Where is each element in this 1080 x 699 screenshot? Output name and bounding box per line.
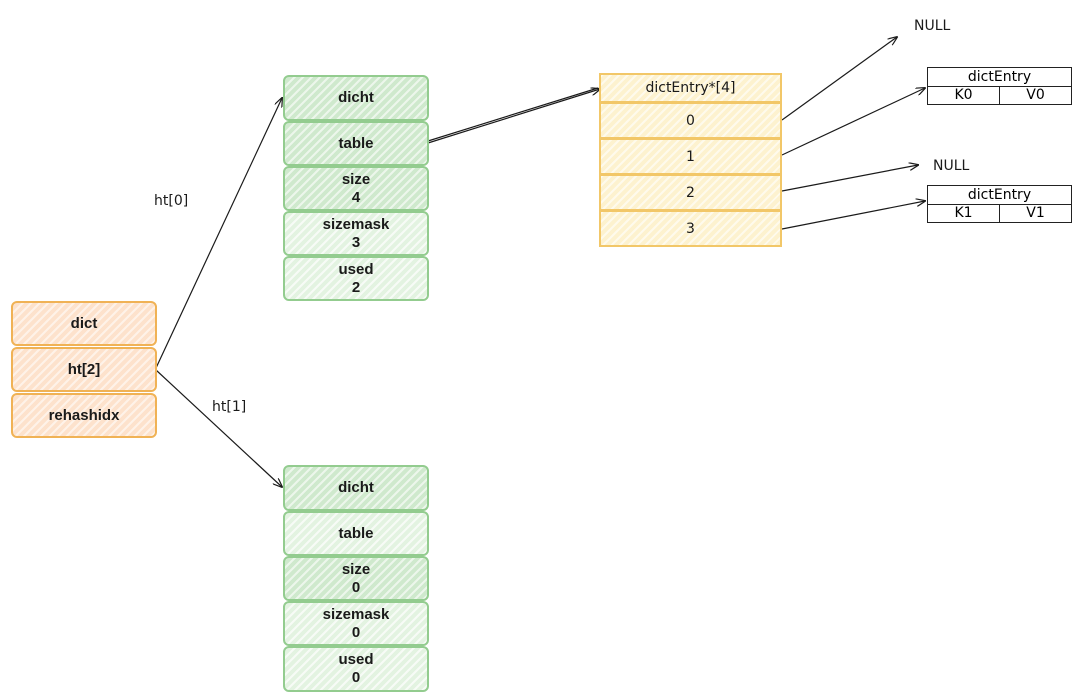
dict-entry-key: K0: [954, 87, 973, 103]
array-slot: 0: [599, 102, 782, 139]
ht1-field-used: used 0: [283, 646, 429, 692]
dict-field-rehashidx: rehashidx: [11, 393, 157, 438]
ht0-dicht-label: dicht: [338, 89, 374, 106]
dict-entry-value: V1: [999, 205, 1071, 222]
dict-entry-k1: dictEntry K1 V1: [927, 185, 1072, 223]
ht1-sizemask-label: sizemask: [322, 605, 390, 623]
array-slot: 1: [599, 138, 782, 175]
ht0-used-value: 2: [351, 278, 361, 296]
dict-entry-value: V0: [999, 87, 1071, 104]
edge-label-ht0: ht[0]: [154, 193, 189, 209]
arrow-slot1-to-entry-k0: [781, 88, 925, 156]
arrow-table-to-array: [427, 89, 600, 144]
array-slot: 2: [599, 174, 782, 211]
dict-entry-title: dictEntry: [928, 68, 1071, 87]
ht0-dicht-header: dicht: [283, 75, 429, 121]
array-slot-index: 0: [686, 112, 695, 129]
dict-entry-key: K1: [954, 205, 973, 221]
ht1-used-value: 0: [351, 669, 361, 686]
null-label-2: NULL: [933, 158, 970, 174]
array-slot-index: 1: [686, 148, 695, 165]
ht1-field-size: size 0: [283, 556, 429, 601]
ht1-dicht-header: dicht: [283, 465, 429, 511]
ht0-size-value: 4: [351, 188, 361, 206]
ht1-size-value: 0: [351, 578, 361, 596]
ht1-field-table: table: [283, 511, 429, 556]
ht0-field-used: used 2: [283, 256, 429, 301]
ht0-sizemask-label: sizemask: [322, 215, 390, 233]
ht0-field-sizemask: sizemask 3: [283, 211, 429, 256]
ht1-sizemask-value: 0: [351, 623, 361, 641]
arrow-slot0-to-null: [781, 37, 897, 121]
dict-entry-title: dictEntry: [928, 186, 1071, 205]
arrow-dict-to-ht1: [155, 369, 282, 487]
null-label-1: NULL: [914, 18, 951, 34]
edge-label-ht1: ht[1]: [212, 399, 247, 415]
ht-label: ht[2]: [67, 360, 101, 378]
ht0-field-size: size 4: [283, 166, 429, 211]
ht0-used-label: used: [338, 260, 374, 278]
ht0-field-table: table: [283, 121, 429, 166]
ht1-size-label: size: [341, 560, 371, 578]
arrow-dict-to-ht0: [155, 98, 282, 369]
array-slot: 3: [599, 210, 782, 247]
array-slot-index: 3: [686, 220, 695, 237]
ht1-dicht-label: dicht: [338, 479, 374, 496]
dict-label: dict: [70, 314, 98, 332]
dict-field-ht: ht[2]: [11, 347, 157, 392]
array-slot-index: 2: [686, 184, 695, 201]
ht1-field-sizemask: sizemask 0: [283, 601, 429, 646]
array-header: dictEntry*[4]: [599, 73, 782, 103]
dict-field-dict: dict: [11, 301, 157, 346]
ht1-used-label: used: [338, 651, 374, 668]
ht0-table-label: table: [338, 134, 374, 152]
array-header-label: dictEntry*[4]: [645, 80, 736, 96]
ht0-sizemask-value: 3: [351, 233, 361, 251]
dict-entry-k0: dictEntry K0 V0: [927, 67, 1072, 105]
ht1-table-label: table: [338, 524, 374, 542]
arrow-slot2-to-null: [781, 165, 918, 192]
rehashidx-label: rehashidx: [48, 406, 120, 424]
ht0-size-label: size: [341, 170, 371, 188]
arrow-slot3-to-entry-k1: [781, 201, 925, 230]
